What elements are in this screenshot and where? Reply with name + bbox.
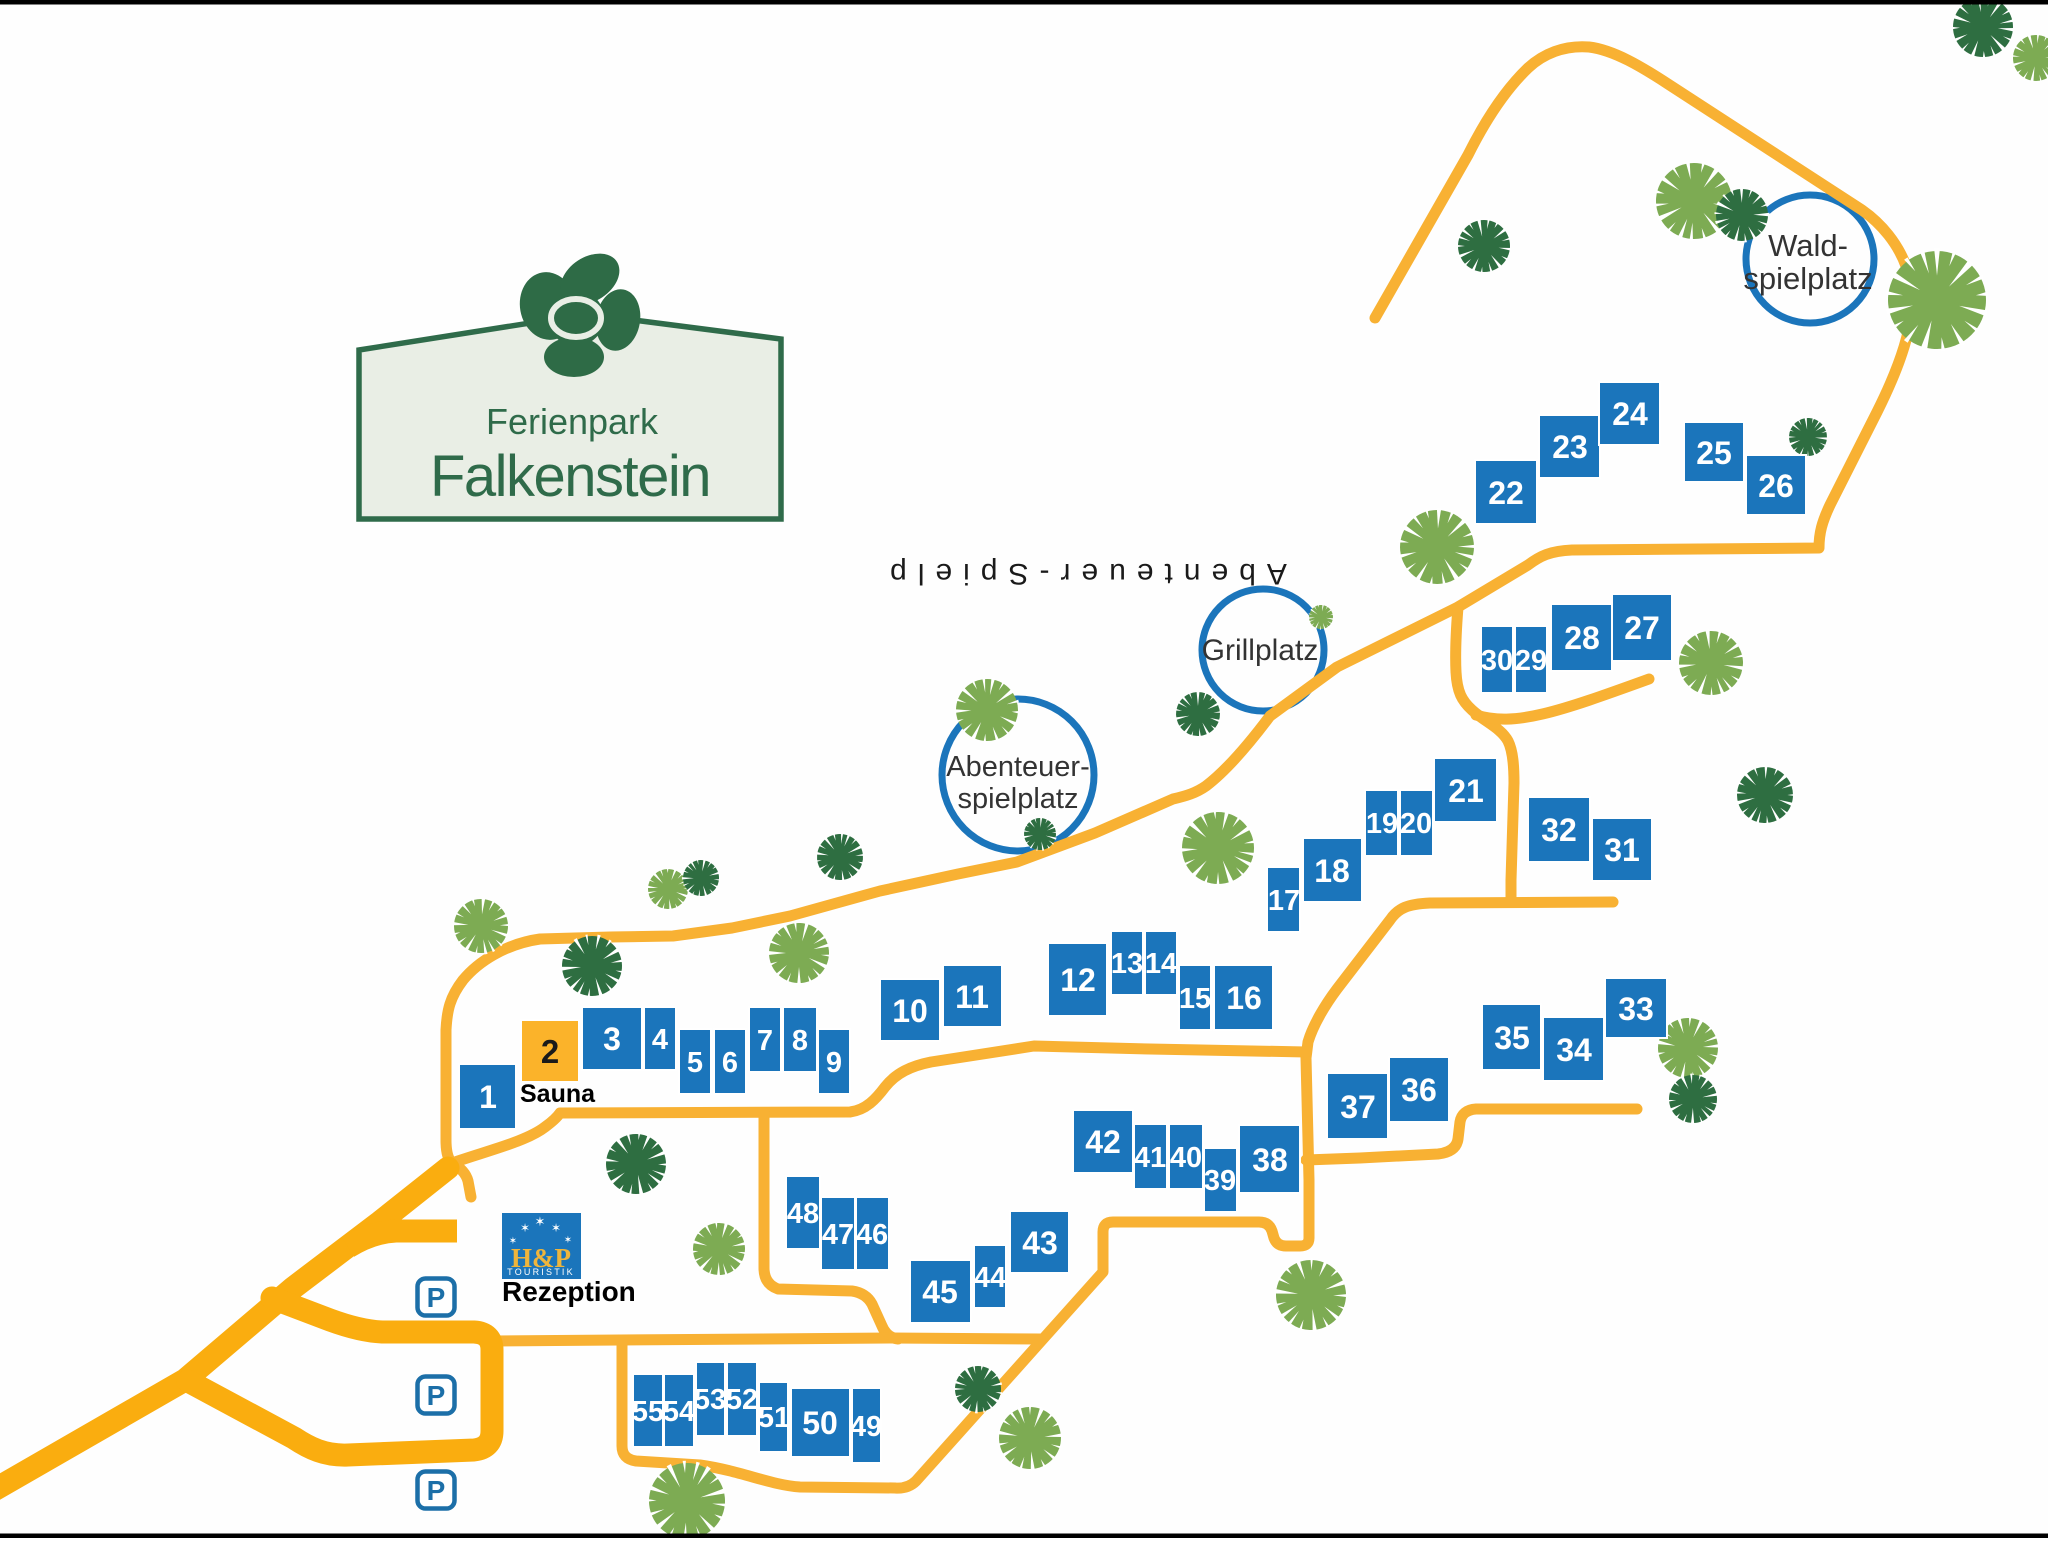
svg-text:Grillplatz: Grillplatz xyxy=(1202,634,1319,667)
svg-text:Wald-: Wald- xyxy=(1768,228,1848,263)
svg-text:Abenteuer-: Abenteuer- xyxy=(946,751,1090,783)
svg-text:26: 26 xyxy=(1758,468,1794,504)
svg-text:43: 43 xyxy=(1022,1225,1058,1261)
svg-text:9: 9 xyxy=(826,1047,842,1079)
svg-text:14: 14 xyxy=(1145,948,1177,980)
svg-text:46: 46 xyxy=(856,1219,888,1251)
svg-text:48: 48 xyxy=(787,1198,819,1230)
svg-text:Rezeption: Rezeption xyxy=(502,1276,636,1307)
svg-text:✶: ✶ xyxy=(509,1236,517,1247)
svg-text:17: 17 xyxy=(1268,885,1300,917)
svg-text:8: 8 xyxy=(792,1025,808,1057)
svg-text:25: 25 xyxy=(1696,435,1732,471)
svg-text:40: 40 xyxy=(1170,1142,1202,1174)
svg-text:44: 44 xyxy=(974,1262,1006,1294)
svg-text:Sauna: Sauna xyxy=(520,1080,596,1108)
svg-text:12: 12 xyxy=(1060,962,1096,998)
svg-text:7: 7 xyxy=(757,1025,773,1057)
svg-text:H&P: H&P xyxy=(511,1243,571,1273)
svg-text:✶: ✶ xyxy=(564,1235,572,1246)
svg-text:1: 1 xyxy=(479,1079,497,1115)
svg-text:Falkenstein: Falkenstein xyxy=(430,444,710,509)
svg-text:Ferienpark: Ferienpark xyxy=(486,401,659,442)
svg-text:47: 47 xyxy=(822,1219,854,1251)
svg-text:✶: ✶ xyxy=(520,1221,530,1235)
svg-text:49: 49 xyxy=(850,1411,882,1443)
svg-text:4: 4 xyxy=(652,1024,668,1056)
svg-text:spielplatz: spielplatz xyxy=(1743,261,1872,296)
svg-text:6: 6 xyxy=(722,1047,738,1079)
svg-text:16: 16 xyxy=(1226,980,1262,1016)
svg-text:33: 33 xyxy=(1618,991,1654,1027)
svg-text:31: 31 xyxy=(1604,832,1640,868)
svg-text:21: 21 xyxy=(1448,773,1484,809)
svg-text:13: 13 xyxy=(1111,948,1143,980)
svg-text:P: P xyxy=(427,1380,446,1411)
svg-text:24: 24 xyxy=(1612,396,1648,432)
svg-text:20: 20 xyxy=(1400,808,1432,840)
svg-text:10: 10 xyxy=(892,993,928,1029)
svg-text:45: 45 xyxy=(922,1274,958,1310)
svg-text:39: 39 xyxy=(1204,1165,1236,1197)
svg-text:✶: ✶ xyxy=(551,1221,561,1235)
svg-text:53: 53 xyxy=(694,1384,726,1416)
svg-text:2: 2 xyxy=(541,1033,559,1070)
svg-text:15: 15 xyxy=(1179,983,1211,1015)
svg-text:P: P xyxy=(427,1475,446,1506)
svg-text:TOURISTIK: TOURISTIK xyxy=(507,1267,575,1277)
svg-text:32: 32 xyxy=(1541,812,1577,848)
svg-text:36: 36 xyxy=(1401,1072,1437,1108)
svg-text:3: 3 xyxy=(603,1021,621,1057)
svg-text:18: 18 xyxy=(1314,853,1350,889)
svg-text:51: 51 xyxy=(758,1402,790,1434)
svg-text:34: 34 xyxy=(1556,1032,1592,1068)
svg-text:27: 27 xyxy=(1624,610,1660,646)
svg-text:55: 55 xyxy=(632,1396,664,1428)
svg-text:37: 37 xyxy=(1340,1089,1376,1125)
svg-text:23: 23 xyxy=(1552,429,1588,465)
svg-text:Abenteuer-Spielp: Abenteuer-Spielp xyxy=(879,557,1287,590)
svg-text:5: 5 xyxy=(687,1047,703,1079)
svg-text:38: 38 xyxy=(1252,1142,1288,1178)
svg-text:42: 42 xyxy=(1085,1124,1121,1160)
svg-text:22: 22 xyxy=(1488,475,1524,511)
svg-text:11: 11 xyxy=(955,979,989,1015)
svg-text:spielplatz: spielplatz xyxy=(958,783,1079,815)
svg-text:52: 52 xyxy=(726,1384,758,1416)
svg-text:✶: ✶ xyxy=(535,1214,546,1229)
svg-text:29: 29 xyxy=(1515,645,1547,677)
svg-text:30: 30 xyxy=(1481,645,1513,677)
svg-text:19: 19 xyxy=(1366,808,1398,840)
svg-text:41: 41 xyxy=(1134,1142,1166,1174)
svg-text:35: 35 xyxy=(1494,1020,1530,1056)
svg-text:50: 50 xyxy=(802,1405,838,1441)
svg-text:P: P xyxy=(427,1282,446,1313)
svg-text:28: 28 xyxy=(1564,620,1600,656)
svg-text:54: 54 xyxy=(663,1396,695,1428)
